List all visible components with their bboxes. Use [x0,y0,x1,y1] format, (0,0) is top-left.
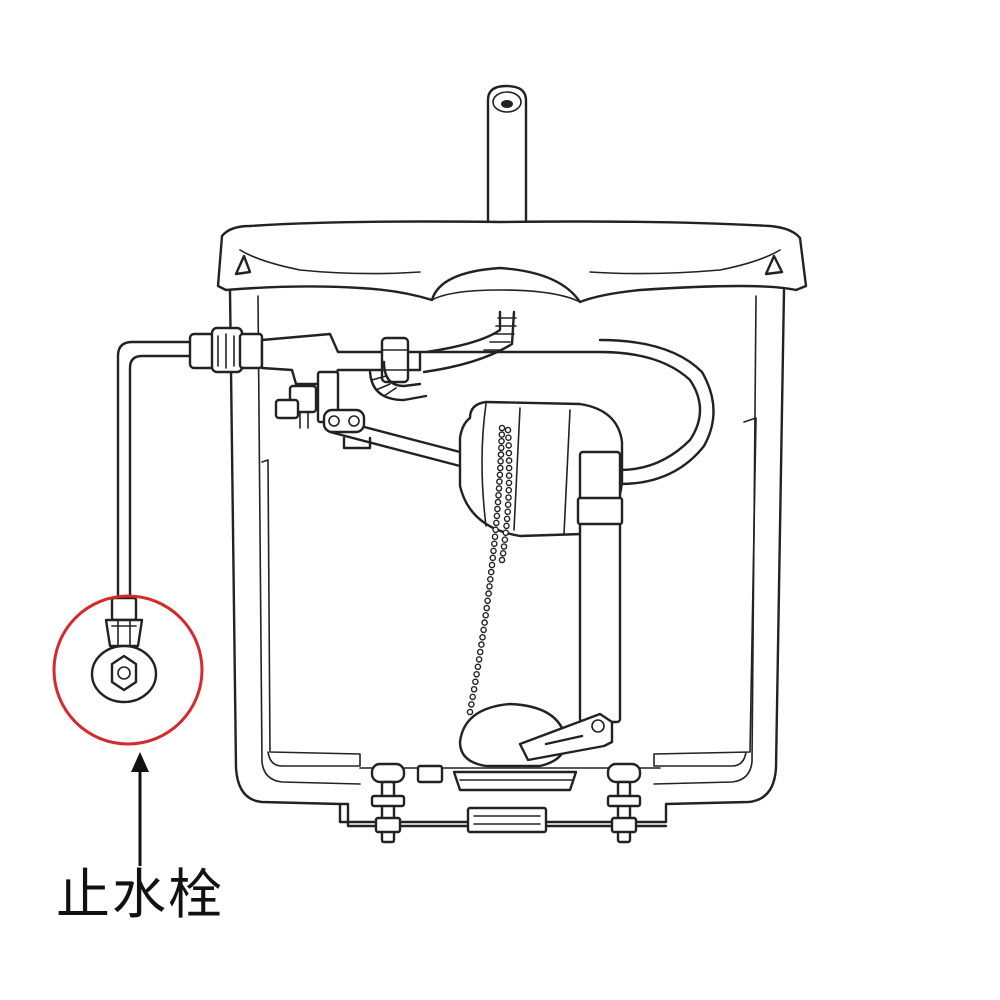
chain-bead [504,501,512,509]
chain-bead [476,648,484,656]
chain-bead [487,568,495,576]
float-arm [322,408,462,468]
chain-bead [505,494,512,501]
chain-bead [484,597,491,605]
chain-bead [480,626,487,634]
chain-bead [505,464,513,472]
highlight-circle [52,594,204,746]
chain-bead [490,540,498,548]
chain-bead [505,486,513,494]
chain-bead [498,437,505,445]
shutoff-valve-label: 止水栓 [56,863,224,926]
chain-bead [494,505,501,513]
chain-bead [496,478,503,485]
chain-bead [470,686,478,693]
chain-bead [505,472,513,479]
chain-bead [504,426,512,434]
chain-bead [495,491,502,499]
chain-bead [505,479,513,487]
chain-bead [493,512,501,520]
chain-bead [497,444,505,452]
chain-bead [501,536,509,544]
chain-bead [496,464,504,472]
tank-lid [216,220,808,304]
callout-arrow [131,752,149,866]
chain-bead [474,663,482,671]
flapper-valve [452,702,614,792]
chain-bead [502,529,510,537]
chain-bead [466,708,474,716]
chain-bead [497,451,505,458]
chain-bead [495,485,503,492]
chain-bead [496,471,504,479]
chain-bead [499,550,507,557]
tank-bolts [370,762,642,844]
inlet-fittings [188,326,264,374]
chain-bead [503,515,511,523]
chain-bead [494,498,502,506]
shutoff-valve [90,596,158,704]
chain-bead [505,457,513,464]
chain-bead [500,543,508,550]
chain-bead [492,526,499,534]
chain-bead [468,701,475,708]
chain-bead [486,576,494,583]
chain-bead [505,442,513,449]
fill-valve [260,332,422,429]
chain-bead [503,522,510,530]
chain-bead [486,583,493,590]
lift-chain [466,424,513,716]
refill-tube [368,310,517,402]
chain-bead [478,641,485,648]
chain-bead [505,449,513,457]
chain-bead [485,590,492,597]
chain-bead [498,431,506,438]
chain-bead [472,678,479,686]
chain-bead [475,656,483,663]
chain-bead [489,554,497,562]
chain-bead [491,533,499,541]
chain-bead [483,604,491,612]
chain-bead [497,457,504,465]
chain-bead [473,671,480,678]
water-supply-pipe [116,340,198,602]
chain-bead [490,547,497,555]
chain-bead [469,693,477,701]
chain-bead [504,508,512,516]
chain-bead [492,519,500,527]
chain-bead [479,634,486,641]
chain-bead [505,434,512,442]
chain-bead [498,556,506,564]
chain-bead [488,561,496,569]
chain-bead [481,619,488,626]
chain-bead [482,612,490,619]
overflow-pipe [418,338,715,724]
chain-bead [498,424,506,432]
